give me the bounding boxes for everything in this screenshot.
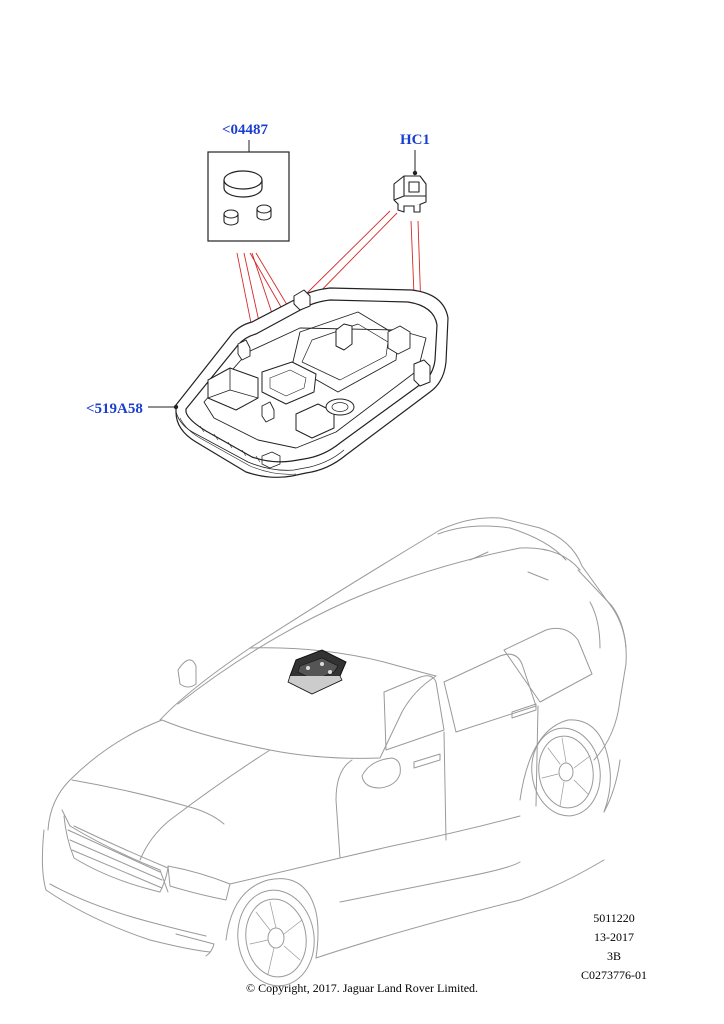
console-location-icon	[287, 649, 347, 695]
small-plug-icon	[223, 209, 239, 226]
illustration-date: 13-2017	[594, 930, 634, 944]
callout-kit-04487[interactable]: <04487	[222, 122, 269, 138]
illustration-info: 5011220 13-2017 3B C0273776-01	[580, 909, 648, 985]
clip-hc1-group	[393, 150, 427, 213]
callout-console-519a58[interactable]: <519A58	[86, 401, 143, 417]
callout-clip-hc1[interactable]: HC1	[400, 132, 430, 148]
copyright-notice: © Copyright, 2017. Jaguar Land Rover Lim…	[245, 981, 479, 995]
vehicle-outline-drawing	[41, 517, 627, 987]
small-plug-icon	[256, 204, 272, 221]
overhead-console-drawing	[175, 287, 449, 478]
large-cap-icon	[223, 170, 263, 198]
illustration-code: C0273776-01	[581, 968, 647, 982]
console-leader-dot	[173, 404, 179, 410]
clip-leader-dot	[412, 170, 418, 176]
clip-icon	[393, 175, 427, 213]
illustration-revision: 3B	[606, 949, 621, 963]
plug-kit-group	[207, 140, 290, 242]
illustration-number: 5011220	[593, 911, 635, 925]
